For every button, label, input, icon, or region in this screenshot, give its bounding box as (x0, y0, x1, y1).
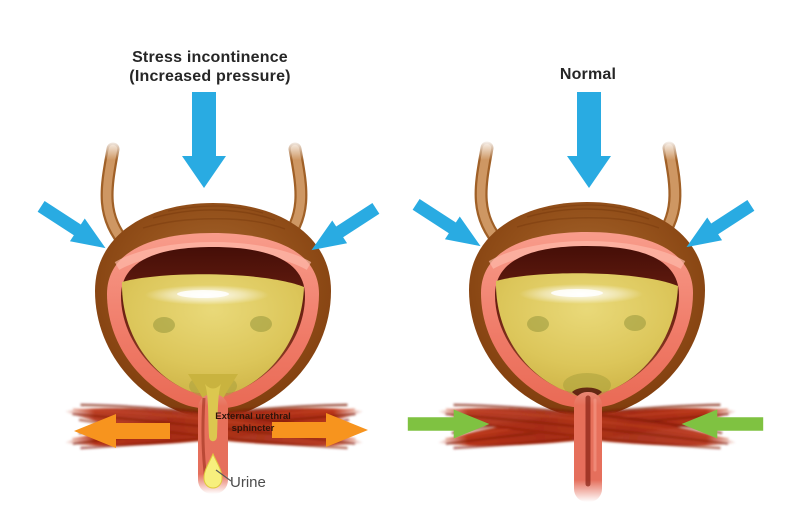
ureter-fade (657, 140, 679, 160)
sphincter-label-line1: External urethral (215, 411, 291, 422)
normal-panel-title: Normal (438, 65, 738, 84)
urine-droplet (203, 452, 223, 489)
bladder-normal (469, 148, 705, 416)
stress-panel-title: Stress incontinence (Increased pressure) (35, 48, 385, 86)
urine-label: Urine (230, 474, 266, 491)
pressure-arrow-down-icon (182, 92, 226, 188)
stress-title-line2: (Increased pressure) (129, 68, 291, 85)
ureter-fade (284, 140, 306, 160)
normal-title: Normal (559, 66, 617, 83)
stress-title-line1: Stress incontinence (132, 49, 288, 66)
sphincter-label-line2: sphincter (231, 422, 275, 434)
closed-urethra (572, 387, 602, 502)
external-urethral-sphincter-label: External urethral sphincter (201, 411, 305, 434)
pressure-arrow-down-icon (567, 92, 611, 188)
ureter-fade (103, 140, 125, 160)
normal-bladder-illustration (407, 92, 764, 502)
open-urethra-with-leak (188, 374, 238, 494)
urine-leader-line (215, 469, 232, 482)
stress-incontinence-illustration (33, 92, 384, 494)
ureter-fade (476, 140, 498, 160)
